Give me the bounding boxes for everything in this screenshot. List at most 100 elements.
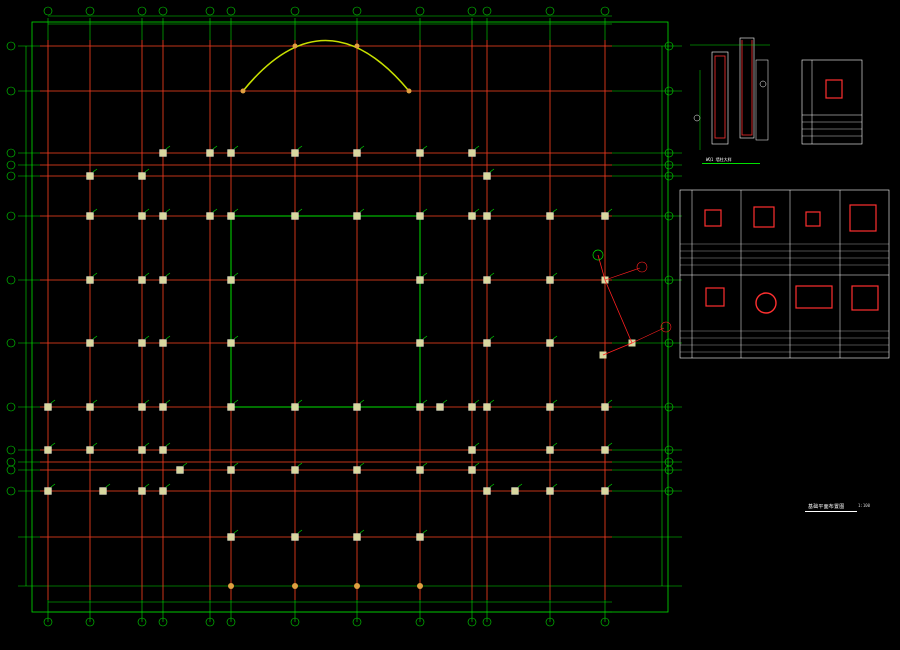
column	[483, 403, 491, 411]
column	[176, 466, 184, 474]
axis-bubble-left	[6, 465, 16, 475]
column-tag	[552, 272, 558, 277]
column-tag	[92, 168, 98, 173]
drawing-title-underline	[805, 511, 857, 512]
column-tag	[50, 483, 56, 488]
legend-frame	[801, 59, 863, 145]
column-legend-panel	[801, 59, 863, 145]
axis-bubble-bottom	[158, 617, 168, 627]
column-tag	[212, 145, 218, 150]
column-tag	[422, 399, 428, 404]
column	[86, 403, 94, 411]
section-table-frame	[679, 189, 890, 359]
arc-beam	[240, 39, 412, 94]
axis-bubble-right	[664, 338, 674, 348]
column	[138, 172, 146, 180]
axis-bubble-right	[664, 160, 674, 170]
column	[227, 466, 235, 474]
column-tag	[297, 462, 303, 467]
column-tag	[144, 399, 150, 404]
axis-bubble-bottom	[352, 617, 362, 627]
column	[99, 487, 107, 495]
arc-beam-curve	[242, 39, 410, 92]
axis-bubble-right	[664, 211, 674, 221]
column	[436, 403, 444, 411]
column	[291, 466, 299, 474]
column	[44, 446, 52, 454]
column	[159, 446, 167, 454]
arc-column	[354, 43, 360, 49]
column-tag	[422, 529, 428, 534]
column	[416, 533, 424, 541]
column-tag	[165, 399, 171, 404]
column	[353, 403, 361, 411]
axis-bubble-bottom	[43, 617, 53, 627]
axis-bubble-bottom	[415, 617, 425, 627]
axis-bubble-right	[664, 465, 674, 475]
column	[416, 339, 424, 347]
column-section-table	[679, 189, 890, 359]
axis-bubble-left	[6, 402, 16, 412]
wall-section-rebar	[741, 40, 753, 136]
column-tag	[442, 399, 448, 404]
axis-bubble-diag	[592, 249, 604, 261]
wall-section	[739, 37, 755, 139]
column-tag	[359, 529, 365, 534]
column	[44, 403, 52, 411]
column-tag	[359, 462, 365, 467]
column	[291, 533, 299, 541]
column	[86, 446, 94, 454]
column-tag	[607, 208, 613, 213]
column	[483, 212, 491, 220]
column	[159, 403, 167, 411]
axis-bubble-top	[158, 6, 168, 16]
column	[138, 446, 146, 454]
grid-lines	[18, 15, 682, 622]
axis-bubble-bottom	[290, 617, 300, 627]
column-tag	[233, 272, 239, 277]
column-tag	[474, 462, 480, 467]
axis-bubble-right	[664, 402, 674, 412]
column-tag	[165, 272, 171, 277]
round-column	[228, 583, 234, 589]
column-tag	[474, 208, 480, 213]
column	[353, 466, 361, 474]
column	[468, 149, 476, 157]
column	[483, 172, 491, 180]
column-tag	[422, 335, 428, 340]
column	[227, 212, 235, 220]
column-tag	[552, 483, 558, 488]
column	[138, 212, 146, 220]
column	[138, 339, 146, 347]
column-tag	[297, 399, 303, 404]
column	[353, 212, 361, 220]
column	[353, 533, 361, 541]
axis-bubble-top	[205, 6, 215, 16]
column-tag	[165, 208, 171, 213]
column-tag	[474, 145, 480, 150]
axis-bubble-top	[545, 6, 555, 16]
section-rebar	[704, 209, 722, 227]
column-tag	[144, 208, 150, 213]
column-tag	[233, 529, 239, 534]
column	[159, 487, 167, 495]
axis-bubble-top	[600, 6, 610, 16]
column	[546, 403, 554, 411]
column	[546, 487, 554, 495]
beam-lines	[40, 40, 612, 600]
axis-bubble-top	[226, 6, 236, 16]
axis-bubble-bottom	[467, 617, 477, 627]
detail-bubble	[693, 114, 701, 122]
drawing-scale: 1:100	[858, 503, 871, 508]
column-tag	[92, 399, 98, 404]
column	[416, 466, 424, 474]
axis-bubble-right	[664, 148, 674, 158]
axis-bubble-bottom	[482, 617, 492, 627]
column-tag	[297, 208, 303, 213]
column-tag	[233, 208, 239, 213]
column-tag	[489, 483, 495, 488]
axis-bubble-bottom	[137, 617, 147, 627]
column-tag	[489, 208, 495, 213]
column-tag	[489, 335, 495, 340]
column-tag	[422, 272, 428, 277]
